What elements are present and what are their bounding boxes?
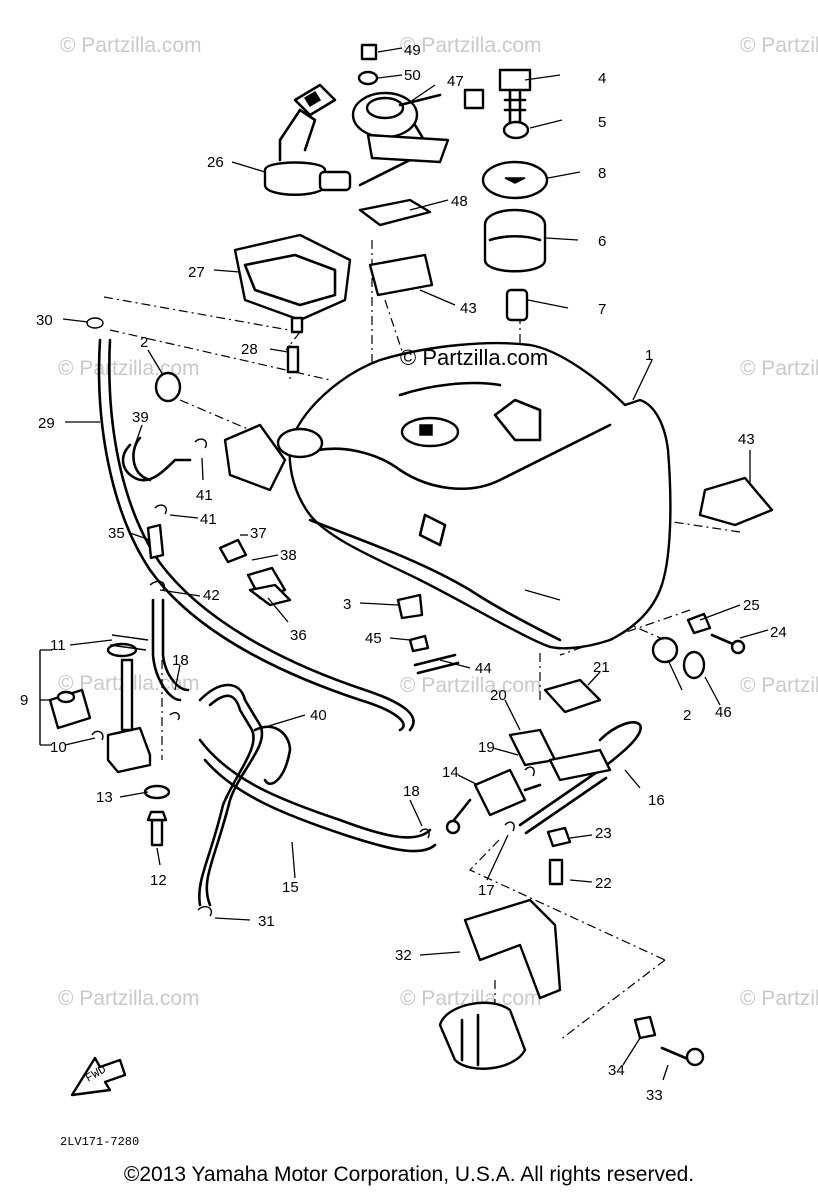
callout-number: 22	[595, 875, 612, 892]
callout-number: 38	[280, 547, 297, 564]
callout-number: 43	[738, 431, 755, 448]
callout-number: 26	[207, 154, 224, 171]
callout-number: 45	[365, 630, 382, 647]
callout-number: 41	[196, 487, 213, 504]
callout-number: 32	[395, 947, 412, 964]
watermark-text: © Partzilla.com	[400, 987, 542, 1010]
callout-number: 3	[343, 596, 351, 613]
callout-number: 50	[404, 67, 421, 84]
callout-number: 39	[132, 409, 149, 426]
small-hardware-right	[651, 476, 774, 680]
callout-number: 16	[648, 792, 665, 809]
callout-number: 11	[50, 637, 66, 654]
callout-number: 30	[36, 312, 53, 329]
callout-number: 7	[598, 301, 606, 318]
watermark-text: © Partzilla.com	[740, 34, 818, 57]
callout-number: 43	[460, 300, 477, 317]
callout-number: 24	[770, 624, 787, 641]
fuel-cap	[263, 83, 337, 196]
watermark-center: © Partzilla.com	[400, 345, 548, 370]
bracket-assembly	[508, 678, 642, 886]
callout-number: 10	[50, 739, 67, 756]
callout-number: 44	[475, 660, 492, 677]
callout-number: 42	[203, 587, 220, 604]
hoses	[97, 338, 437, 907]
fuel-tank	[288, 341, 672, 650]
leader-lines	[40, 47, 769, 1081]
cap-bracket	[233, 233, 352, 334]
callout-numbers: 49 50 47 4 5 8 26 48 6 27 43 7 30 2 28 1…	[20, 42, 787, 1104]
callout-number: 46	[715, 704, 732, 721]
watermark-text: © Partzilla.com	[400, 34, 542, 57]
callout-number: 23	[595, 825, 612, 842]
watermark-text: © Partzilla.com	[400, 674, 542, 697]
watermark-text: © Partzilla.com	[740, 357, 818, 380]
callout-number: 28	[241, 341, 258, 358]
callout-number: 17	[478, 882, 495, 899]
callout-number: 29	[38, 415, 55, 432]
watermark-layer: © Partzilla.com © Partzilla.com © Partzi…	[58, 34, 818, 1010]
callout-number: 33	[646, 1087, 663, 1104]
callout-number: 48	[451, 193, 468, 210]
watermark-text: © Partzilla.com	[740, 987, 818, 1010]
callout-number: 31	[258, 913, 275, 930]
callout-number: 18	[403, 783, 420, 800]
callout-number: 37	[250, 525, 267, 542]
watermark-text: © Partzilla.com	[60, 34, 202, 57]
callout-number: 47	[447, 73, 464, 90]
callout-number: 35	[108, 525, 125, 542]
clips-fittings: FWD	[70, 317, 535, 1097]
callout-number: 13	[96, 789, 113, 806]
callout-number: 34	[608, 1062, 625, 1079]
callout-number: 12	[150, 872, 167, 889]
callout-number: 36	[290, 627, 307, 644]
callout-number: 4	[598, 70, 606, 87]
callout-number: 1	[645, 347, 653, 364]
callout-number: 8	[598, 165, 606, 182]
callout-number: 14	[442, 764, 459, 781]
watermark-text: © Partzilla.com	[740, 674, 818, 697]
callout-number: 49	[404, 42, 421, 59]
callout-number: 25	[743, 597, 760, 614]
small-hardware-top	[357, 43, 549, 322]
callout-number: 40	[310, 707, 327, 724]
callout-number: 19	[478, 739, 495, 756]
lower-assembly	[438, 898, 705, 1070]
callout-number: 9	[20, 692, 28, 709]
watermark-text: © Partzilla.com	[58, 357, 200, 380]
diagram-code: 2LV171-7280	[60, 1135, 139, 1149]
callout-number: 2	[683, 707, 691, 724]
callout-number: 21	[593, 659, 610, 676]
callout-number: 2	[140, 334, 148, 351]
callout-number: 5	[598, 114, 606, 131]
callout-number: 6	[598, 233, 606, 250]
callout-number: 41	[200, 511, 217, 528]
callout-number: 27	[188, 264, 205, 281]
fuel-filter	[445, 768, 542, 835]
copyright-notice: ©2013 Yamaha Motor Corporation, U.S.A. A…	[123, 1163, 695, 1186]
callout-number: 20	[490, 687, 507, 704]
callout-number: 15	[282, 879, 299, 896]
callout-number: 18	[172, 652, 189, 669]
watermark-text: © Partzilla.com	[58, 987, 200, 1010]
fuel-cock	[39, 642, 171, 847]
